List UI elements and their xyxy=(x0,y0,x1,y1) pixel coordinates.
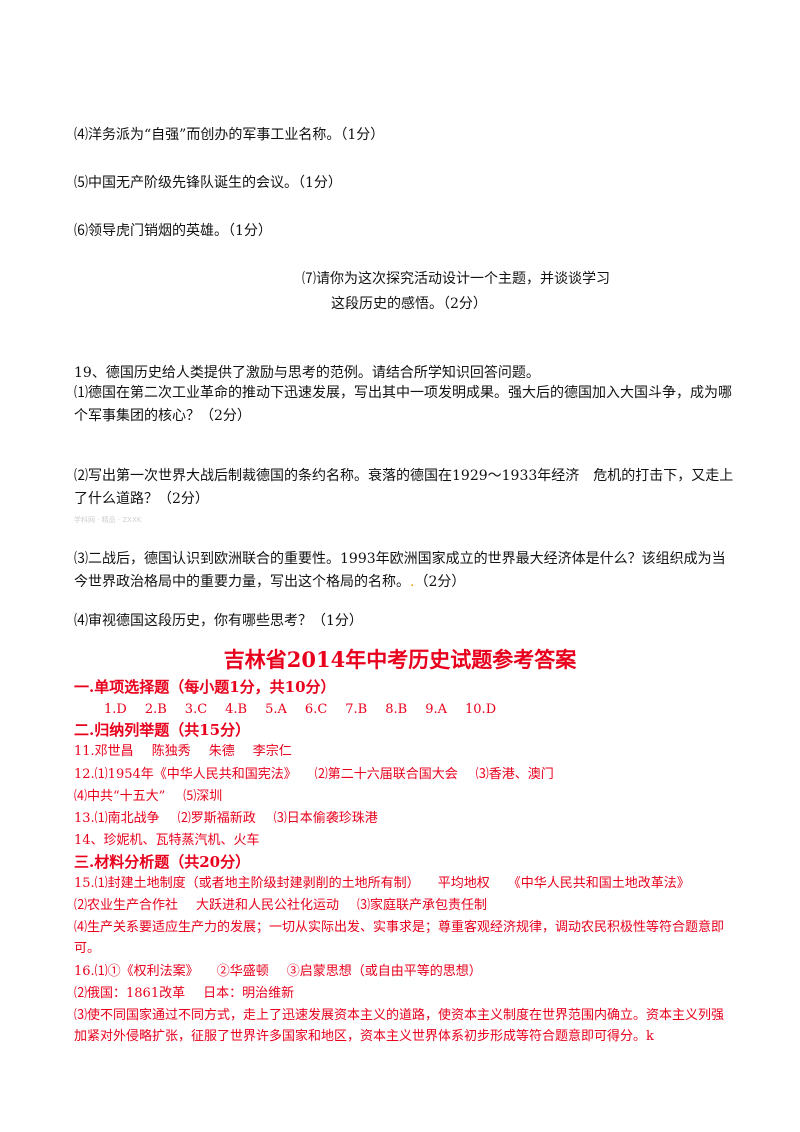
section-3-heading: 三.材料分析题（共20分） xyxy=(74,853,251,871)
answer-15-line1: 15.⑴封建土地制度（或者地主阶级封建剥削的土地所有制）平均地权《中华人民共和国… xyxy=(74,876,690,891)
question-18-7-line1: ⑺请你为这次探究活动设计一个主题，并谈谈学习 xyxy=(302,271,610,287)
mc-answer: 1.D xyxy=(104,702,127,717)
question-18-6: ⑹领导虎门销烟的英雄。（1分） xyxy=(74,223,272,239)
answer-15-4: ⑷生产关系要适应生产力的发展；一切从实际出发、实事求是；尊重客观经济规律，调动农… xyxy=(74,920,725,956)
question-19-3-score: （2分） xyxy=(414,574,466,590)
mc-answer: 10.D xyxy=(465,702,497,717)
mc-answer: 3.C xyxy=(184,702,208,717)
answer-14: 14、珍妮机、瓦特蒸汽机、火车 xyxy=(74,833,260,848)
mc-answer: 6.C xyxy=(304,702,328,717)
answer-11: 11.邓世昌陈独秀朱德李宗仁 xyxy=(74,744,292,759)
question-18-4: ⑷洋务派为“自强”而创办的军事工业名称。（1分） xyxy=(74,127,385,143)
answer-13: 13.⑴南北战争⑵罗斯福新政⑶日本偷袭珍珠港 xyxy=(74,811,378,826)
answer-16-3: ⑶使不同国家通过不同方式，走上了迅速发展资本主义的道路，使资本主义制度在世界范围… xyxy=(74,1008,725,1044)
section-2-heading: 二.归纳列举题（共15分） xyxy=(74,721,251,739)
question-18-5: ⑸中国无产阶级先锋队诞生的会议。（1分） xyxy=(74,175,342,191)
mc-answer: 4.B xyxy=(225,702,248,717)
mc-answer: 9.A xyxy=(425,702,448,717)
answer-15-line2: ⑵农业生产合作社大跃进和人民公社化运动⑶家庭联产承包责任制 xyxy=(74,898,488,913)
mc-answers: 1.D 2.B 3.C 4.B 5.A 6.C 7.B 8.B 9.A 10.D xyxy=(104,699,514,720)
question-19-3: ⑶二战后，德国认识到欧洲联合的重要性。1993年欧洲国家成立的世界最大经济体是什… xyxy=(74,548,734,594)
answer-12-line2: ⑷中共“十五大”⑸深圳 xyxy=(74,789,223,804)
question-19-intro: 19、德国历史给人类提供了激励与思考的范例。请结合所学知识回答问题。 xyxy=(74,365,540,381)
answer-12-line1: 12.⑴1954年《中华人民共和国宪法》⑵第二十六届联合国大会⑶香港、澳门 xyxy=(74,767,554,782)
answer-key-title: 吉林省2014年中考历史试题参考答案 xyxy=(223,647,577,672)
mc-answer: 8.B xyxy=(385,702,408,717)
section-1-heading: 一.单项选择题（每小题1分，共10分） xyxy=(74,678,336,696)
mc-answer: 5.A xyxy=(265,702,287,717)
question-19-2: ⑵写出第一次世界大战后制裁德国的条约名称。衰落的德国在1929～1933年经济 … xyxy=(74,468,734,507)
watermark-text: 学科网 · 精品 · ZXXK xyxy=(74,516,142,524)
question-19-1: ⑴德国在第二次工业革命的推动下迅速发展，写出其中一项发明成果。强大后的德国加入大… xyxy=(74,385,732,424)
question-19-3-dot: . xyxy=(410,574,415,590)
answer-16-line2: ⑵俄国：1861改革日本：明治维新 xyxy=(74,986,295,1001)
question-19-4: ⑷审视德国这段历史，你有哪些思考？（1分） xyxy=(74,613,363,629)
question-18-7-line2: 这段历史的感悟。（2分） xyxy=(331,296,487,312)
question-19-3-text: ⑶二战后，德国认识到欧洲联合的重要性。1993年欧洲国家成立的世界最大经济体是什… xyxy=(74,551,726,590)
mc-answer: 2.B xyxy=(144,702,167,717)
mc-answer: 7.B xyxy=(345,702,368,717)
